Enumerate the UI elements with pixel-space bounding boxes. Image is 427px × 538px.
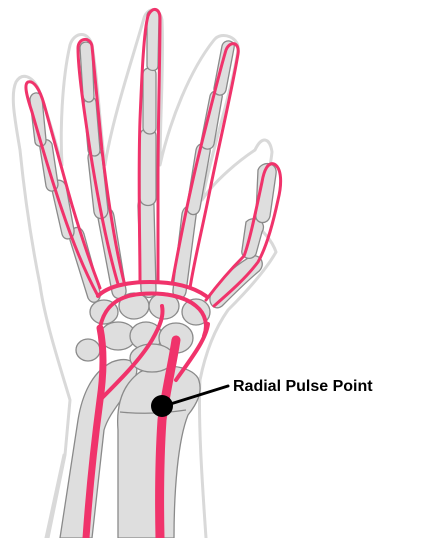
phalanx-bone <box>140 129 156 206</box>
bones <box>30 10 276 538</box>
phalanx-bone <box>143 68 156 134</box>
phalanx-bone <box>147 10 159 71</box>
pulse-point-icon <box>151 395 173 417</box>
carpal-bone <box>76 339 100 361</box>
radial-pulse-point-label: Radial Pulse Point <box>233 378 373 396</box>
